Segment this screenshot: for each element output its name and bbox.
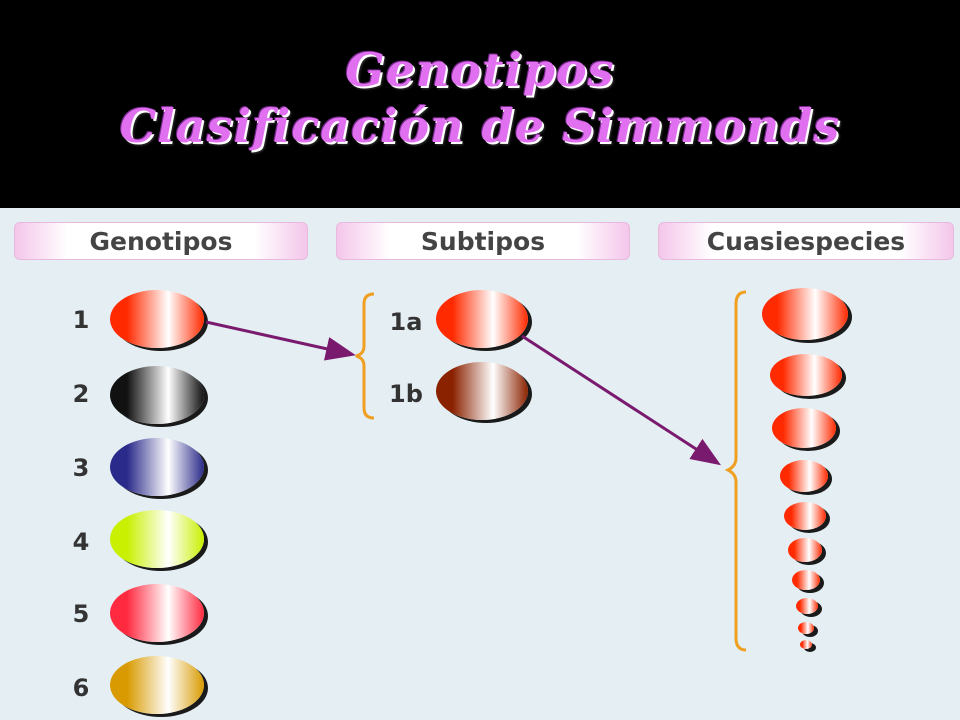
title-line-1: Genotipos (345, 43, 615, 97)
genotype-label: 4 (72, 528, 90, 556)
arrow-genotype-to-subtype (205, 320, 356, 361)
genotype-label: 3 (72, 454, 90, 482)
header-genotipos: Genotipos (14, 222, 308, 260)
genotype-ball (110, 290, 204, 348)
subtype-ball (436, 362, 528, 420)
quasispecies-ball (800, 640, 812, 649)
subtype-ball (436, 290, 528, 348)
header-subtipos: Subtipos (336, 222, 630, 260)
quasispecies-ball (772, 408, 836, 448)
quasispecies-ball (762, 288, 848, 340)
header-cuasiespecies: Cuasiespecies (658, 222, 954, 260)
quasispecies-ball (792, 570, 820, 590)
quasispecies-ball (788, 538, 822, 562)
quasispecies-ball (780, 460, 828, 492)
quasispecies-ball (798, 622, 814, 634)
title-line-2: Clasificación de Simmonds (119, 99, 841, 153)
genotype-label: 5 (72, 600, 90, 628)
quasispecies-ball (784, 502, 826, 530)
connectors-overlay (205, 290, 747, 652)
diagram-panel: Genotipos Subtipos Cuasiespecies 1 2 3 4… (0, 208, 960, 720)
subtype-bracket (355, 292, 375, 420)
genotype-ball (110, 438, 204, 496)
quasispecies-ball (770, 354, 842, 396)
subtype-label: 1b (389, 380, 423, 408)
title-bar: Genotipos Clasificación de Simmonds (0, 0, 960, 208)
genotype-label: 6 (72, 674, 90, 702)
genotype-ball (110, 584, 204, 642)
quasispecies-bracket (724, 290, 747, 652)
subtype-label: 1a (389, 308, 423, 336)
quasispecies-ball (796, 598, 818, 614)
arrow-subtype-to-quasispecies (521, 334, 722, 466)
genotype-ball (110, 366, 204, 424)
genotype-ball (110, 656, 204, 714)
genotype-label: 1 (72, 306, 90, 334)
genotype-label: 2 (72, 380, 90, 408)
genotype-ball (110, 510, 204, 568)
